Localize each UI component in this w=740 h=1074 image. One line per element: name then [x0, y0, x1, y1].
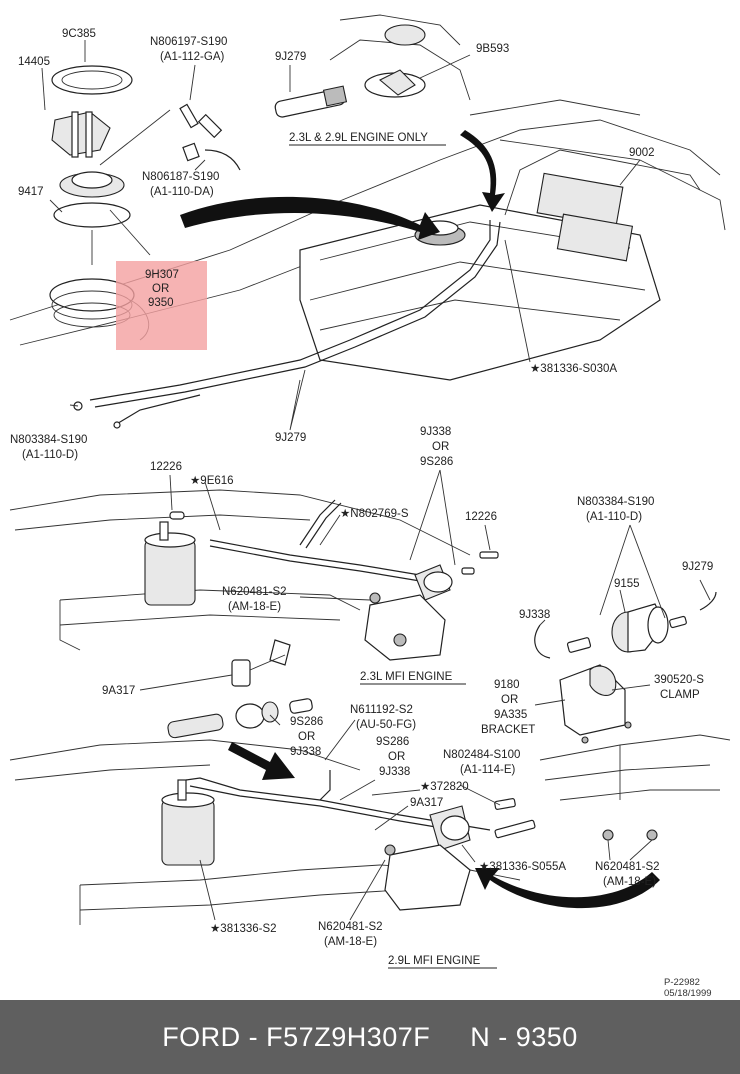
label-N620481-bottom-spec: (AM-18-E)	[324, 936, 377, 948]
label-N806187-spec: (A1-110-DA)	[150, 186, 214, 198]
label-9H307-or: OR	[152, 283, 169, 295]
label-9S286-left: 9S286	[290, 716, 323, 728]
lock-ring-9C385	[51, 65, 133, 95]
label-9J338: 9J338	[420, 426, 451, 438]
bottom-panel: 9A317 N611192-S2 (AU-50-FG) 9S286 OR 9J3…	[9, 639, 660, 969]
label-12226-right: 12226	[465, 511, 497, 523]
label-381336-S030A: ★381336-S030A	[530, 363, 617, 375]
label-N802484: N802484-S100	[443, 749, 520, 761]
label-9417: 9417	[18, 186, 44, 198]
figure-date: 05/18/1999	[664, 988, 712, 999]
label-N802484-spec: (A1-114-E)	[460, 764, 516, 776]
label-12226-left: 12226	[150, 461, 182, 473]
label-9350: 9350	[148, 297, 174, 309]
label-9J338-or: OR	[432, 441, 449, 453]
line-end-cap	[113, 421, 121, 429]
top-panel: 9C385 14405 N806197-S190 (A1-112-GA) 9J2…	[9, 14, 726, 461]
label-9155: 9155	[614, 578, 640, 590]
filter-detail: N803384-S190 (A1-110-D) 9J279 9155 9J338…	[481, 496, 731, 801]
gasket-9417	[53, 202, 131, 228]
label-N806187: N806187-S190	[142, 171, 219, 183]
label-9J279-top: 9J279	[275, 51, 306, 63]
label-9S286-mid-or: OR	[388, 751, 405, 763]
label-9J279-right: 9J279	[682, 561, 713, 573]
label-N803384-left-spec: (A1-110-D)	[22, 449, 78, 461]
arrow-to-tank-icon	[180, 196, 440, 240]
label-N620481-right: N620481-S2	[595, 861, 660, 873]
label-9J338-right: 9J338	[519, 609, 550, 621]
vapor-canister-bottom	[161, 799, 215, 866]
arrow-to-filter-icon	[475, 868, 660, 909]
arrow-from-inset-icon	[460, 130, 505, 212]
part-number-bar: FORD - F57Z9H307F N - 9350	[0, 1000, 740, 1074]
label-bracket: BRACKET	[481, 724, 535, 736]
panel-label-2.3L: 2.3L MFI ENGINE	[360, 671, 453, 683]
fuel-system-diagram: 9C385 14405 N806197-S190 (A1-112-GA) 9J2…	[9, 14, 731, 999]
label-9S286-mid: 9S286	[376, 736, 409, 748]
label-390520: 390520-S	[654, 674, 704, 686]
label-9H307: 9H307	[145, 269, 179, 281]
label-N802769: ★N802769-S	[340, 508, 409, 520]
label-N803384-right: N803384-S190	[577, 496, 654, 508]
label-9J338-left: 9J338	[290, 746, 321, 758]
mid-panel: 9J338 OR 9S286 12226 ★9E616 ★N802769-S 1…	[9, 426, 499, 685]
label-N620481-right-spec: (AM-18-E)	[603, 876, 656, 888]
figure-reference: P-22982	[664, 977, 700, 988]
vapor-canister-mid	[144, 539, 196, 606]
label-9S286-left-or: OR	[298, 731, 315, 743]
label-9180-or: OR	[501, 694, 518, 706]
connector-14405	[51, 111, 111, 156]
label-N620481-mid-spec: (AM-18-E)	[228, 601, 281, 613]
arrow-to-clip-icon	[228, 742, 295, 780]
label-N611192: N611192-S2	[350, 704, 413, 716]
label-9180: 9180	[494, 679, 520, 691]
label-372820: ★372820	[420, 781, 469, 793]
label-9A317-right: 9A317	[410, 797, 443, 809]
label-N806197-spec: (A1-112-GA)	[160, 51, 225, 63]
label-9C385: 9C385	[62, 28, 96, 40]
label-14405: 14405	[18, 56, 50, 68]
label-9A335: 9A335	[494, 709, 527, 721]
label-381336-S2: ★381336-S2	[210, 923, 277, 935]
label-N620481-mid: N620481-S2	[222, 586, 287, 598]
label-9J338-mid: 9J338	[379, 766, 410, 778]
panel-label-engine-only: 2.3L & 2.9L ENGINE ONLY	[289, 132, 428, 144]
label-N803384-right-spec: (A1-110-D)	[586, 511, 642, 523]
label-9E616: ★9E616	[190, 475, 234, 487]
clip-9A317	[231, 659, 251, 687]
inset-engine-only	[274, 14, 471, 118]
label-clamp: CLAMP	[660, 689, 700, 701]
label-N803384-left: N803384-S190	[10, 434, 87, 446]
panel-label-2.9L: 2.9L MFI ENGINE	[388, 955, 481, 967]
highlight-box	[116, 261, 207, 350]
label-9A317-left: 9A317	[102, 685, 135, 697]
label-9S286: 9S286	[420, 456, 453, 468]
part-number-text: FORD - F57Z9H307F N - 9350	[162, 1021, 578, 1052]
label-N620481-bottom: N620481-S2	[318, 921, 383, 933]
label-N611192-spec: (AU-50-FG)	[356, 719, 416, 731]
label-9002: 9002	[629, 147, 655, 159]
label-381336-S055A: ★381336-S055A	[479, 861, 566, 873]
label-9B593: 9B593	[476, 43, 509, 55]
label-N806197: N806197-S190	[150, 36, 227, 48]
label-9J279-bottom: 9J279	[275, 432, 306, 444]
